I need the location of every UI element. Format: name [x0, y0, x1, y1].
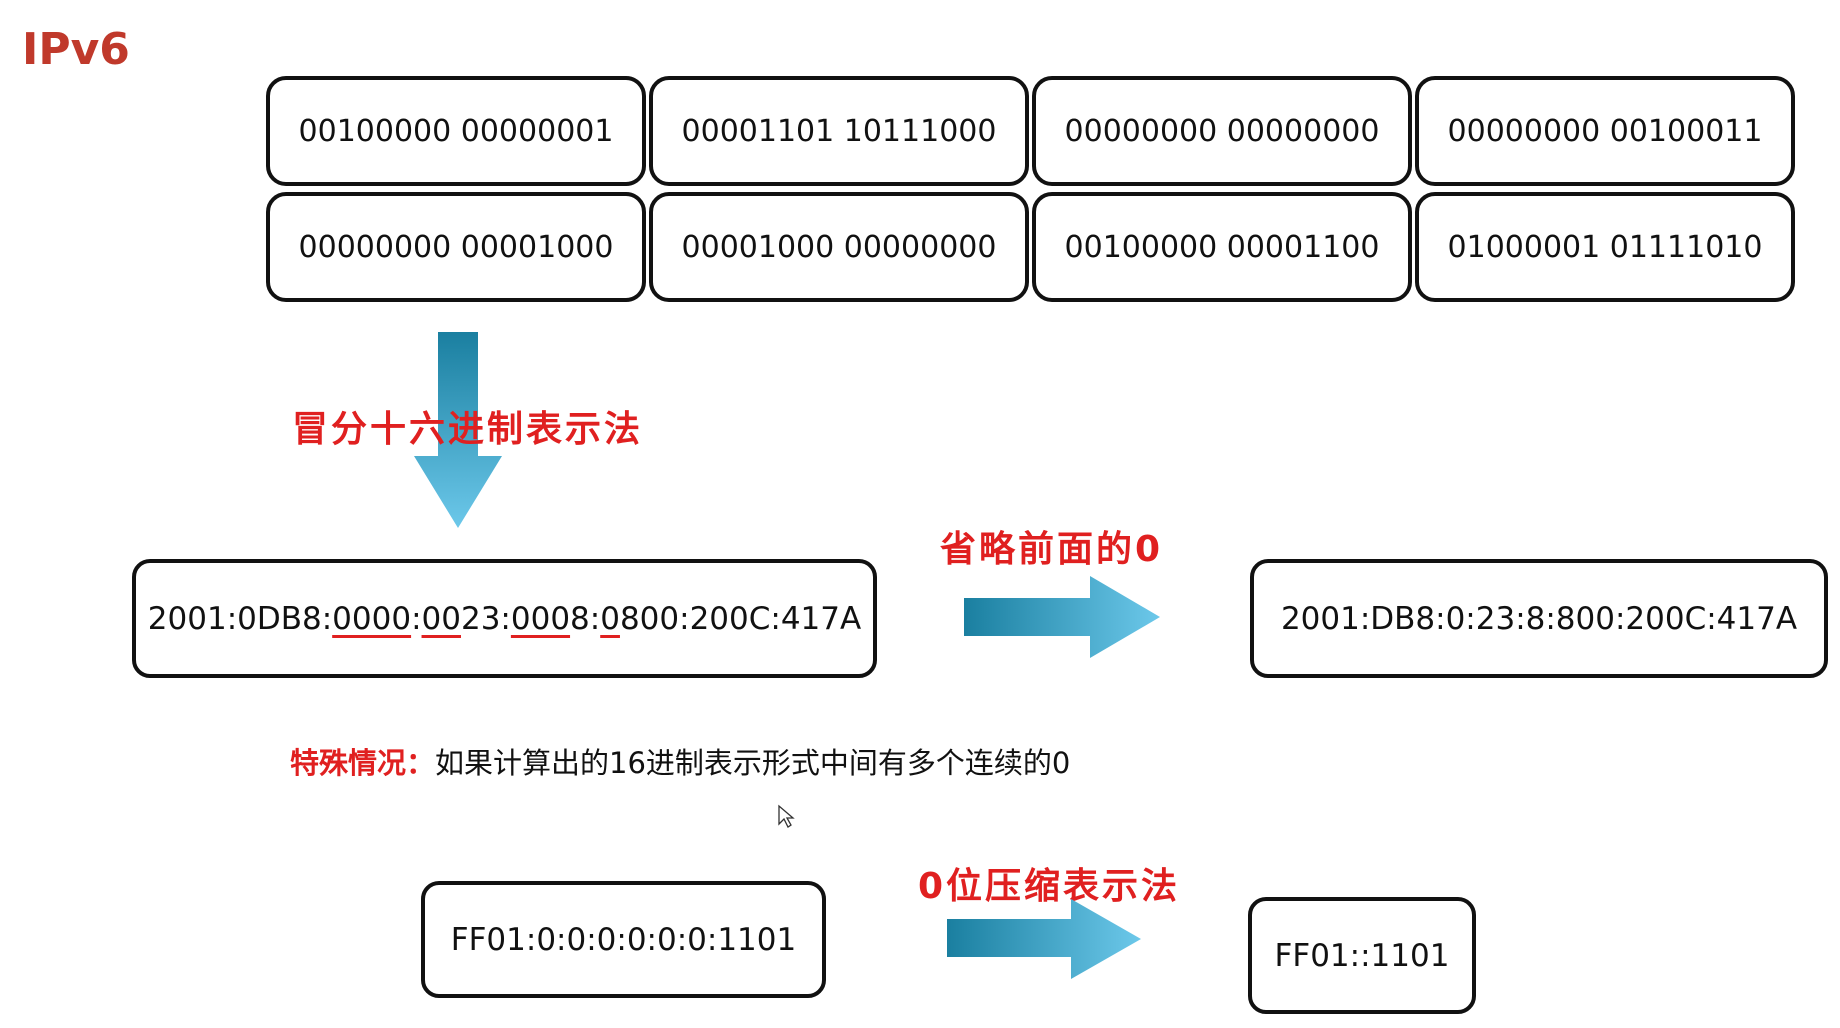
special-case-text: 如果计算出的16进制表示形式中间有多个连续的0	[435, 746, 1071, 780]
multicast-compressed: FF01::1101	[1274, 937, 1450, 974]
short-address: 2001:DB8:0:23:8:800:200C:417A	[1280, 600, 1798, 637]
zero-compress-label: 0位压缩表示法	[918, 866, 1181, 907]
binary-group-3: 00000000 00000000	[1032, 76, 1412, 186]
binary-group-2: 00001101 10111000	[649, 76, 1029, 186]
multicast-full: FF01:0:0:0:0:0:0:1101	[450, 921, 797, 958]
full-address: 2001:0DB8:0000:0023:0008:0800:200C:417A	[147, 600, 862, 637]
binary-group-6: 00001000 00000000	[649, 192, 1029, 302]
arrow-down-icon	[414, 332, 502, 528]
binary-group-1: 00100000 00000001	[266, 76, 646, 186]
multicast-full-box: FF01:0:0:0:0:0:0:1101	[421, 881, 826, 998]
special-case-note: 特殊情况：如果计算出的16进制表示形式中间有多个连续的0	[290, 740, 1070, 782]
page-title: IPv6	[22, 24, 130, 75]
mouse-cursor-icon	[778, 804, 795, 828]
colon-hex-label: 冒分十六进制表示法	[292, 409, 644, 450]
multicast-compressed-box: FF01::1101	[1248, 897, 1476, 1014]
full-address-box: 2001:0DB8:0000:0023:0008:0800:200C:417A	[132, 559, 877, 678]
arrow-right-icon	[964, 576, 1160, 658]
binary-group-4: 00000000 00100011	[1415, 76, 1795, 186]
binary-group-5: 00000000 00001000	[266, 192, 646, 302]
arrow-right-icon-2	[947, 899, 1141, 979]
short-address-box: 2001:DB8:0:23:8:800:200C:417A	[1250, 559, 1828, 678]
omit-leading-label: 省略前面的0	[940, 529, 1164, 570]
binary-group-8: 01000001 01111010	[1415, 192, 1795, 302]
binary-group-7: 00100000 00001100	[1032, 192, 1412, 302]
special-case-label: 特殊情况：	[290, 746, 436, 780]
